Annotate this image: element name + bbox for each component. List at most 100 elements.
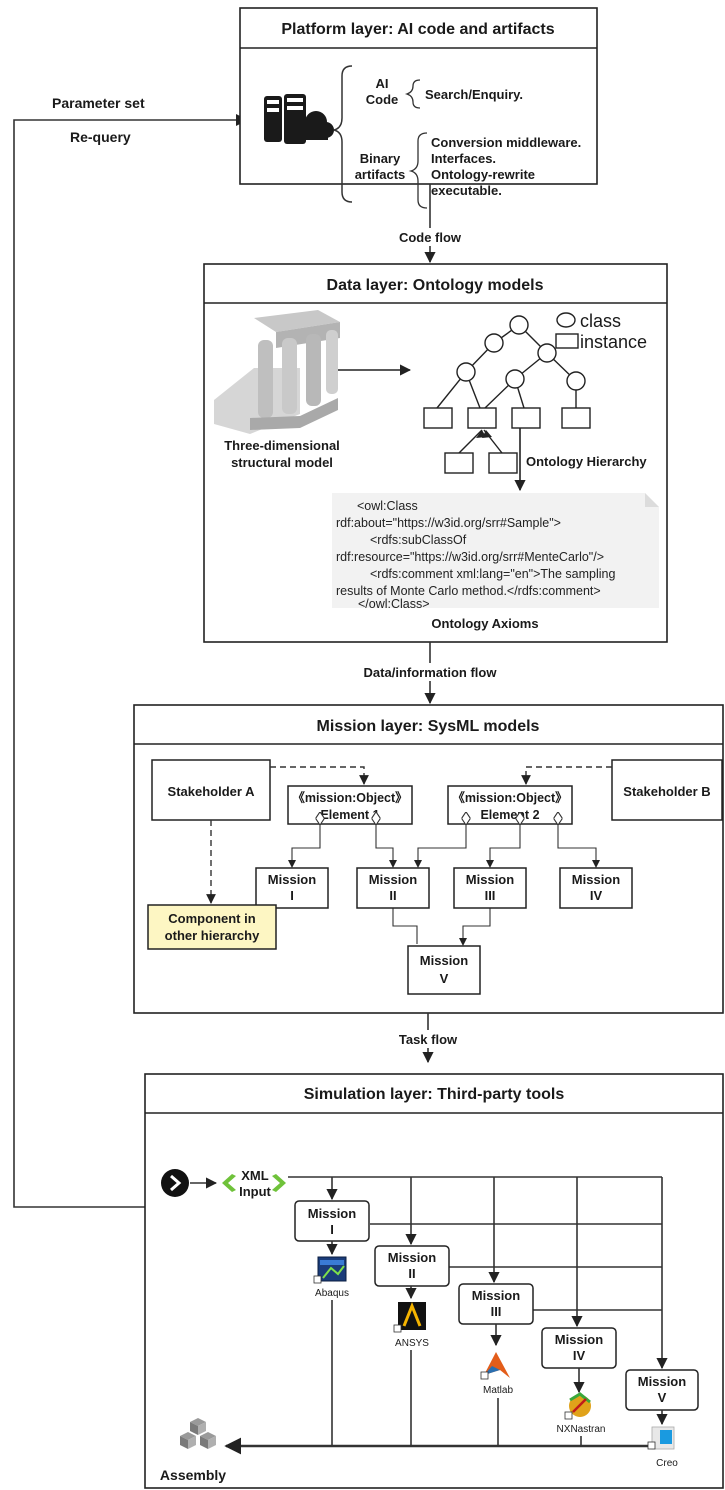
component-label-2: other hierarchy: [165, 928, 260, 943]
component-label-1: Component in: [168, 911, 255, 926]
xml-label-1: XML: [241, 1168, 269, 1183]
mission-label: Mission: [420, 953, 468, 968]
element-1-name: Element 1: [320, 808, 379, 822]
parameter-set-label: Parameter set: [52, 95, 145, 111]
legend-class-icon: [556, 312, 576, 328]
artifact-item: Interfaces.: [431, 151, 496, 166]
ontology-axioms-code: [332, 493, 659, 608]
code-line: <owl:Class: [357, 499, 418, 513]
mission-label: I: [290, 888, 294, 903]
abaqus-icon: [313, 1256, 347, 1284]
sim-mission-label: Mission: [472, 1288, 520, 1303]
legend-instance-label: instance: [580, 332, 647, 352]
assembly-icon: [180, 1418, 216, 1449]
binary-label-2: artifacts: [355, 167, 406, 182]
creo-icon: [647, 1426, 675, 1450]
aggregation-arrowheads: [288, 860, 600, 946]
stakeholder-a-box: [151, 759, 271, 821]
xml-label-2: Input: [239, 1184, 271, 1199]
task-flow-label: Task flow: [399, 1032, 458, 1047]
sim-mission-label: II: [408, 1266, 415, 1281]
re-query-label: Re-query: [70, 129, 131, 145]
mission-layer-title: Mission layer: SysML models: [317, 718, 540, 735]
sim-mission-label: I: [330, 1222, 334, 1237]
code-line: results of Monte Carlo method.</rdfs:com…: [336, 584, 601, 598]
creo-label: Creo: [656, 1458, 678, 1469]
mission-tool-arrows: [326, 1241, 668, 1426]
legend-class-label: class: [580, 311, 621, 331]
ontology-axioms-label: Ontology Axioms: [431, 616, 538, 631]
aggregation-lines: [291, 825, 597, 944]
distribution-lines: [288, 1176, 668, 1370]
legend-instance-icon: [555, 333, 579, 349]
element-1-stereotype: 《mission:Object》: [292, 790, 407, 805]
sim-mission-label: IV: [573, 1348, 586, 1363]
stakeholder-a-label: Stakeholder A: [168, 784, 256, 799]
ai-code-label-1: AI: [376, 76, 389, 91]
mission-label: II: [389, 888, 396, 903]
element-2-stereotype: 《mission:Object》: [452, 790, 567, 805]
matlab-label: Matlab: [483, 1385, 513, 1396]
nxnastran-icon: [564, 1392, 591, 1420]
dependency-arrow: [521, 766, 612, 785]
mission-label: Mission: [572, 872, 620, 887]
start-icon: [161, 1169, 189, 1197]
artifact-item: executable.: [431, 183, 502, 198]
element-2-name: Element 2: [480, 808, 539, 822]
structural-model-icon: [214, 310, 340, 434]
data-layer-title: Data layer: Ontology models: [327, 277, 544, 294]
start-chevron-icon: [170, 1174, 182, 1192]
assembly-collector-lines: [224, 1300, 648, 1455]
brace: [404, 79, 421, 109]
binary-label-1: Binary: [360, 151, 401, 166]
code-line: </owl:Class>: [358, 597, 430, 611]
element-1-box: [287, 785, 413, 825]
stakeholder-b-label: Stakeholder B: [623, 784, 710, 799]
sim-mission-label: Mission: [555, 1332, 603, 1347]
sim-mission-label: Mission: [388, 1250, 436, 1265]
brace: [333, 65, 353, 203]
structural-model-label-2: structural model: [231, 455, 333, 470]
platform-title: Platform layer: AI code and artifacts: [281, 21, 554, 38]
nxnastran-label: NXNastran: [557, 1424, 606, 1435]
data-flow-label: Data/information flow: [364, 665, 498, 680]
xml-input-icon: [222, 1174, 286, 1192]
mission-label: Mission: [369, 872, 417, 887]
mission-box: [255, 867, 633, 995]
ansys-label: ANSYS: [395, 1338, 429, 1349]
code-line: rdf:resource="https://w3id.org/srr#Mente…: [336, 550, 604, 564]
brace: [408, 132, 428, 209]
stakeholder-b-box: [611, 759, 723, 821]
matlab-icon: [480, 1352, 510, 1380]
mission-label: Mission: [268, 872, 316, 887]
code-line: <rdfs:subClassOf: [370, 533, 467, 547]
ai-code-label-2: Code: [366, 92, 399, 107]
sim-mission-box: [294, 1200, 699, 1411]
ontology-class-node: [456, 315, 586, 391]
mission-label: Mission: [466, 872, 514, 887]
code-flow-label: Code flow: [399, 230, 462, 245]
ansys-icon: [393, 1301, 426, 1333]
ontology-hierarchy-label: Ontology Hierarchy: [526, 454, 647, 469]
mission-label: V: [440, 971, 449, 986]
sim-mission-label: V: [658, 1390, 667, 1405]
code-line: <rdfs:comment xml:lang="en">The sampling: [370, 567, 615, 581]
sim-mission-label: Mission: [638, 1374, 686, 1389]
search-enquiry-text: Search/Enquiry.: [425, 87, 523, 102]
simulation-layer-title: Simulation layer: Third-party tools: [304, 1086, 565, 1103]
assembly-label: Assembly: [160, 1467, 226, 1483]
ontology-instance-node: [423, 407, 591, 474]
tree-arrowhead: [482, 430, 492, 438]
mission-label: III: [485, 888, 496, 903]
artifact-item: Ontology-rewrite: [431, 167, 535, 182]
artifact-item: Conversion middleware.: [431, 135, 581, 150]
code-line: rdf:about="https://w3id.org/srr#Sample">: [336, 516, 561, 530]
abaqus-label: Abaqus: [315, 1288, 349, 1299]
structural-model-label-1: Three-dimensional: [224, 438, 340, 453]
mission-label: IV: [590, 888, 603, 903]
cloud-server-icon: [264, 94, 334, 144]
sim-mission-label: III: [491, 1304, 502, 1319]
sim-mission-label: Mission: [308, 1206, 356, 1221]
component-other-hierarchy-box: [147, 904, 277, 950]
